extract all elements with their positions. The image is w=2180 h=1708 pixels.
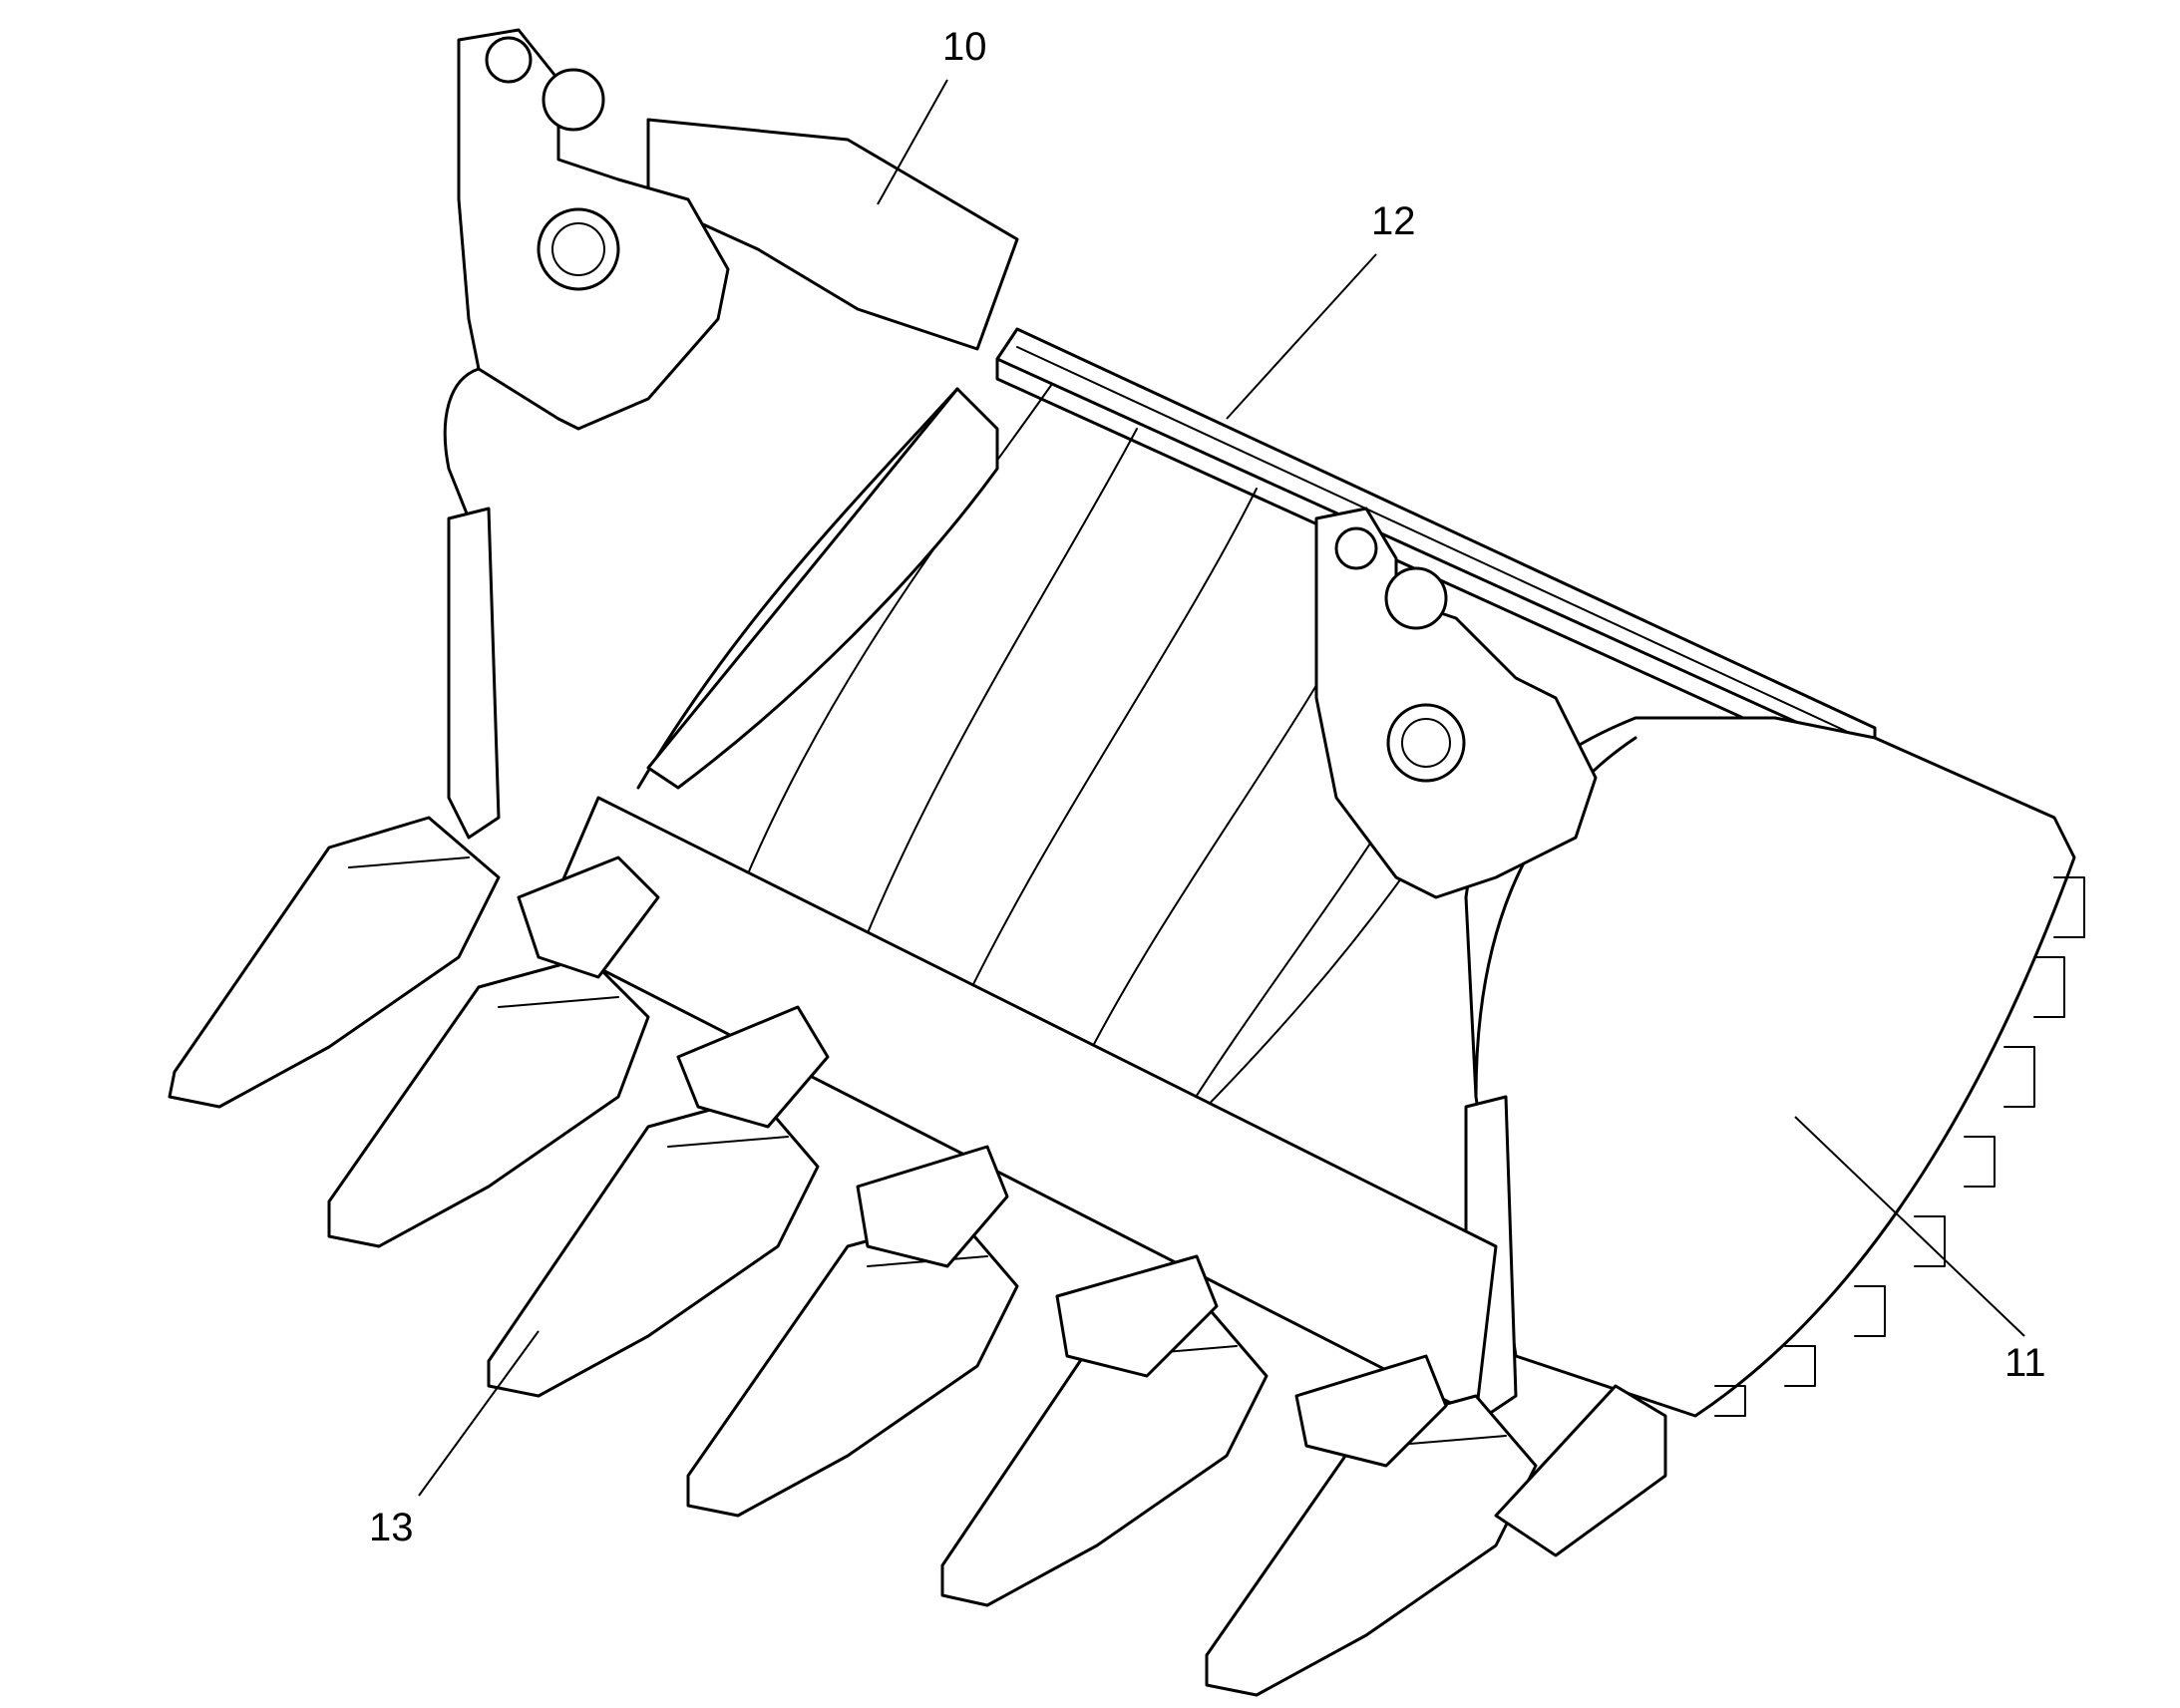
label-12: 12 [1371, 199, 1416, 243]
leader-lines [418, 79, 2025, 1497]
leader-11 [1794, 1116, 2025, 1337]
adapter-2 [676, 1005, 830, 1129]
side-protector [1494, 1384, 1667, 1557]
tooth-3 [487, 1095, 820, 1398]
tooth-1 [168, 816, 501, 1109]
adapter-3 [856, 1145, 1009, 1268]
bucket-teeth [168, 816, 1667, 1697]
left-hitch-bracket [443, 28, 730, 840]
leader-13 [418, 1330, 540, 1497]
adapter-4 [1055, 1254, 1219, 1378]
leader-10 [877, 79, 948, 205]
tooth-2 [327, 955, 650, 1248]
label-11: 11 [2004, 1341, 2046, 1385]
cutting-edge [537, 796, 1498, 1418]
label-13: 13 [369, 1506, 414, 1549]
adapter-1 [517, 855, 660, 979]
label-10: 10 [942, 25, 987, 69]
adapter-5 [1294, 1354, 1448, 1468]
leader-12 [1226, 253, 1377, 420]
